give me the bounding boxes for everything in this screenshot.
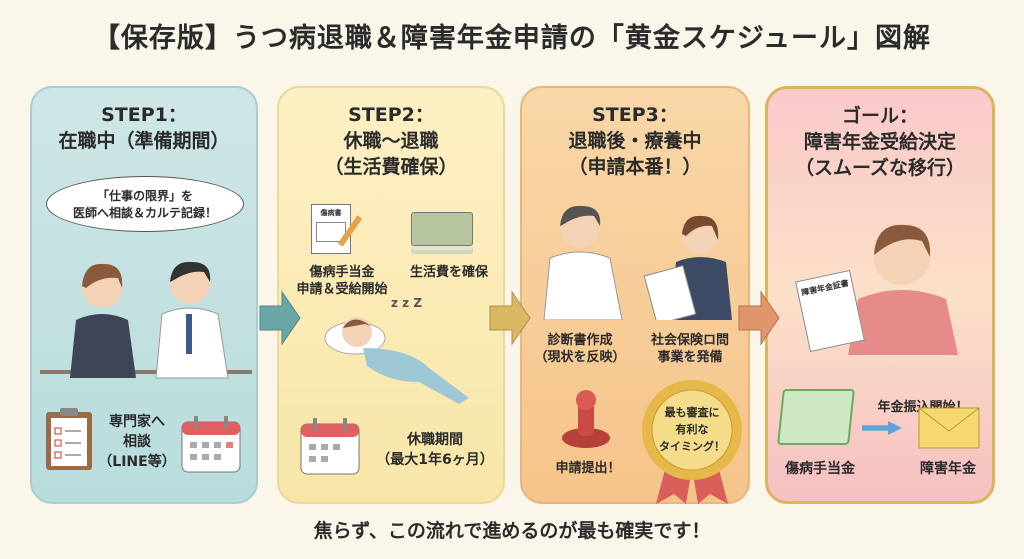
goal-title-line1: 障害年金受給決定 <box>803 131 956 153</box>
step2-panel: STEP2： 休職〜退職 （生活費確保） 傷病書 傷病手当金 申請＆受給開始 生… <box>277 86 505 504</box>
item-line: 相談 <box>123 434 151 450</box>
step3-label: STEP3： <box>592 104 678 126</box>
goal-panel: ゴール： 障害年金受給決定 （スムーズな移行） 障害年金証書 年金振込開始！ 傷… <box>765 86 995 504</box>
next-arrow-icon <box>258 290 302 346</box>
step3-title-line1: 退職後・療養中 <box>568 130 702 152</box>
item-line: （最大1年6ヶ月） <box>376 452 494 468</box>
sickness-document-icon: 傷病書 <box>311 204 351 254</box>
page-title: 【保存版】うつ病退職＆障害年金申請の「黄金スケジュール」図解 <box>92 23 932 54</box>
envelope-icon <box>918 407 980 449</box>
next-arrow-icon <box>488 290 532 346</box>
bubble-line2: 医師へ相談＆カルテ記録！ <box>72 206 217 220</box>
goal-title-line2: （スムーズな移行） <box>794 157 966 179</box>
step1-title: 在職中（準備期間） <box>58 130 230 152</box>
sickness-allowance-label: 傷病手当金 申請＆受給開始 <box>287 264 397 298</box>
badge-line: 最も審査に <box>664 406 720 419</box>
gold-badge-icon <box>642 380 742 504</box>
sleep-zzz: z z Z <box>391 296 423 310</box>
sickness-allowance-from-label: 傷病手当金 <box>785 461 855 477</box>
calendar-icon <box>300 418 360 475</box>
social-insurance-label: 社会保険ロ問 事業を発備 <box>634 332 746 366</box>
happy-person-illustration <box>848 224 958 355</box>
item-line: 専門家へ <box>109 414 165 430</box>
badge-line: 有利な <box>675 423 709 436</box>
goal-label: ゴール： <box>841 105 918 127</box>
bubble-line1: 「仕事の限界」を <box>96 189 193 203</box>
consultation-illustration <box>40 261 252 379</box>
certificate-label: 障害年金証書 <box>800 278 850 298</box>
footer-message: 焦らず、この流れで進めるのが最も確実です！ <box>313 520 711 542</box>
item-line: 傷病手当金 <box>309 265 375 280</box>
submit-application-label: 申請提出！ <box>555 461 621 476</box>
step1-label: STEP1： <box>101 104 187 126</box>
doctor-and-advisor-illustration <box>543 205 732 320</box>
disability-pension-to-label: 障害年金 <box>920 461 976 477</box>
step3-title-line2: （申請本番！） <box>568 156 702 178</box>
step2-title-line1: 休職〜退職 <box>343 130 439 152</box>
step3-panel: STEP3： 退職後・療養中 （申請本番！） 診断書作成 （現状を反映） 社会保… <box>520 86 750 504</box>
step2-label: STEP2： <box>348 104 434 126</box>
item-line: 申請＆受給開始 <box>296 282 388 297</box>
step1-panel: STEP1： 在職中（準備期間） 「仕事の限界」を 医師へ相談＆カルテ記録！ 専… <box>30 86 258 504</box>
item-line: 事業を発備 <box>657 350 723 365</box>
doc-label: 傷病書 <box>320 209 342 217</box>
badge-line: タイミング！ <box>659 440 725 453</box>
item-line: （現状を反映） <box>534 350 626 365</box>
stamp-icon <box>562 390 610 448</box>
living-expenses-label: 生活費を確保 <box>409 265 488 280</box>
step2-title-line2: （生活費確保） <box>324 156 458 178</box>
transition-arrow-icon <box>862 421 902 435</box>
expert-consultation-label: 専門家へ 相談 （LINE等） <box>94 412 180 472</box>
item-line: 診断書作成 <box>547 333 613 348</box>
checklist-icon <box>46 408 92 470</box>
medical-certificate-label: 診断書作成 （現状を反映） <box>528 332 632 366</box>
resting-person-illustration <box>324 317 469 404</box>
next-arrow-icon <box>737 290 781 346</box>
leave-period-label: 休職期間 （最大1年6ヶ月） <box>365 430 505 470</box>
speech-bubble: 「仕事の限界」を 医師へ相談＆カルテ記録！ <box>46 176 244 232</box>
best-timing-badge-text: 最も審査に 有利な タイミング！ <box>646 404 738 455</box>
calendar-icon <box>181 416 241 473</box>
bankbook-icon <box>777 389 855 445</box>
money-stack-icon <box>411 212 473 246</box>
item-line: 社会保険ロ問 <box>650 333 729 348</box>
item-line: （LINE等） <box>98 454 176 470</box>
item-line: 休職期間 <box>407 432 463 448</box>
